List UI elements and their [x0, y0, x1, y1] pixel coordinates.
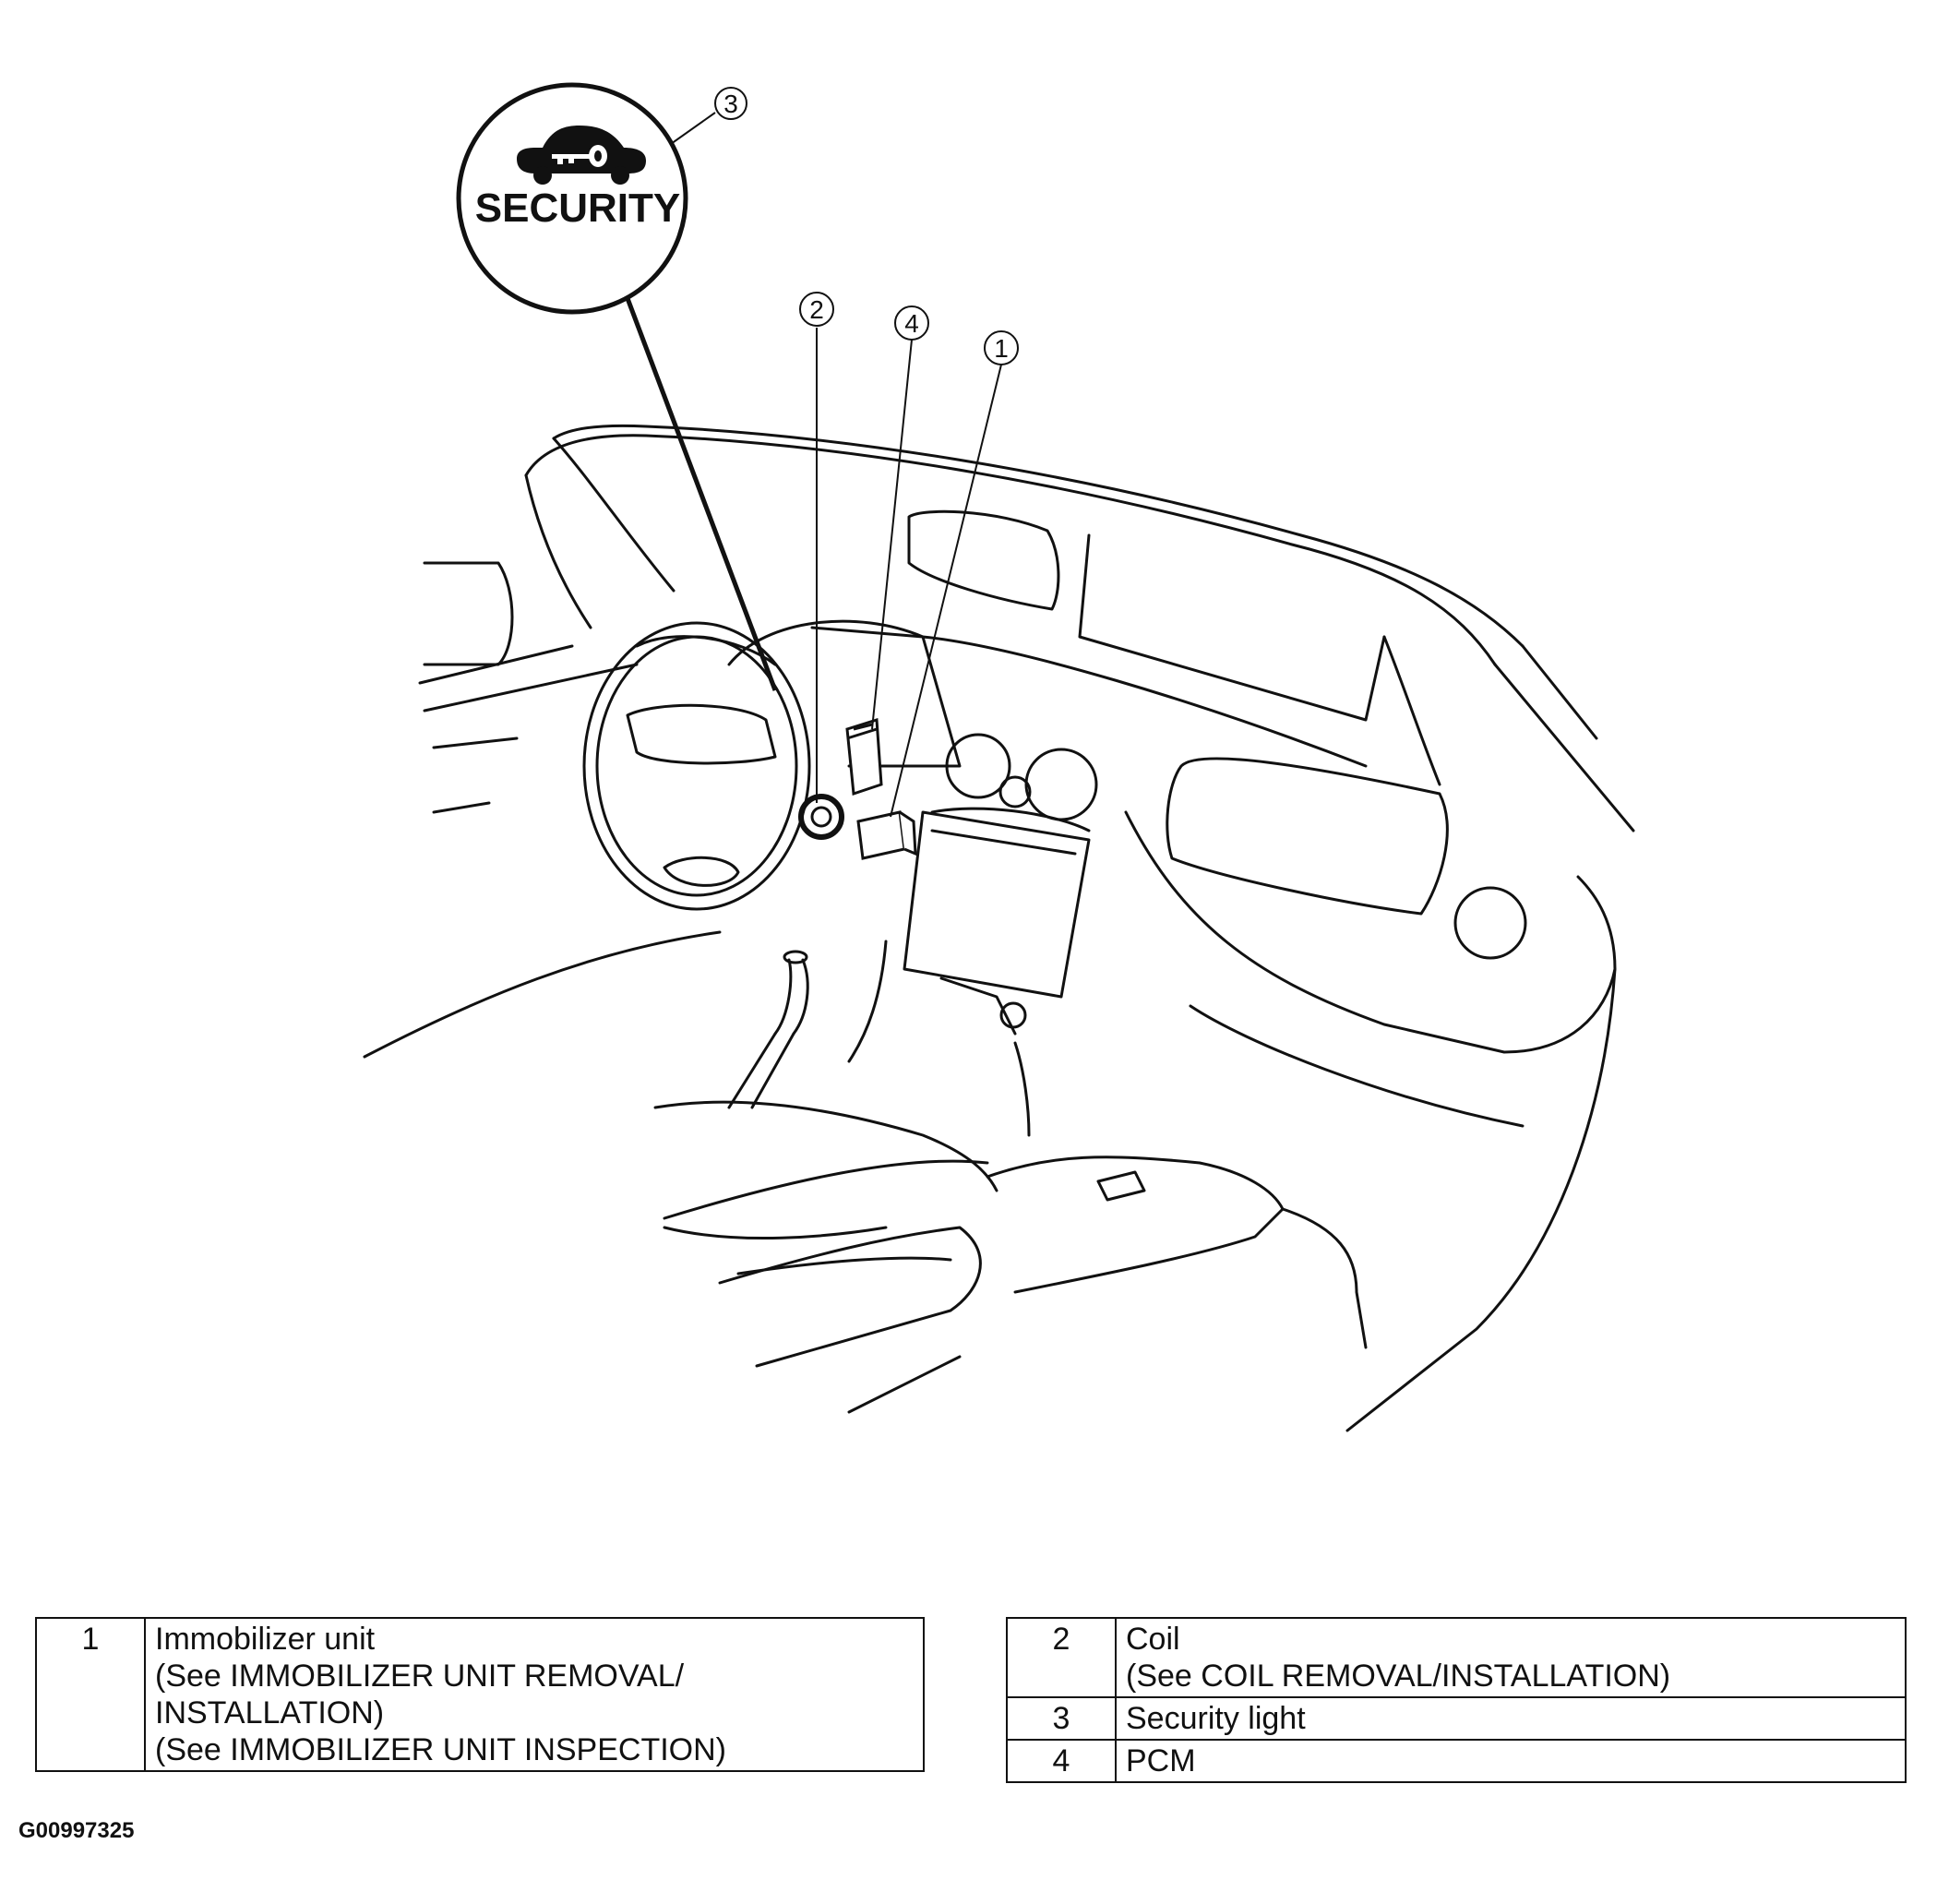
- legend-number: 2: [1006, 1617, 1117, 1698]
- legend-number: 3: [1006, 1696, 1117, 1741]
- security-light-callout: SECURITY: [456, 82, 688, 315]
- svg-text:3: 3: [723, 90, 738, 118]
- legend-description: PCM: [1115, 1739, 1907, 1783]
- door-panel-left: [363, 561, 722, 1059]
- steering-wheel: [582, 621, 811, 911]
- legend-table-right: 2 Coil (See COIL REMOVAL/INSTALLATION) 3…: [1006, 1617, 1907, 1783]
- rearview-mirror: [907, 509, 1060, 611]
- legend-line: PCM: [1126, 1743, 1196, 1778]
- callout-1: 1: [984, 330, 1019, 365]
- gear-shifter: [727, 950, 809, 1109]
- callout-3: 3: [714, 87, 747, 120]
- center-console: [847, 810, 1091, 1137]
- legend-row-4: 4 PCM: [1006, 1739, 1907, 1783]
- legend-line: (See COIL REMOVAL/INSTALLATION): [1126, 1659, 1671, 1694]
- legend-table-left: 1 Immobilizer unit (See IMMOBILIZER UNIT…: [35, 1617, 925, 1772]
- legend-description: Immobilizer unit (See IMMOBILIZER UNIT R…: [144, 1617, 925, 1772]
- legend-number: 1: [35, 1617, 146, 1772]
- legend-number: 4: [1006, 1739, 1117, 1783]
- legend-line: Immobilizer unit: [155, 1622, 376, 1657]
- leader-line-4: [871, 339, 913, 730]
- legend-row-1: 1 Immobilizer unit (See IMMOBILIZER UNIT…: [35, 1617, 925, 1772]
- dashboard-diagram: SECURITY 3 2 4 1: [363, 82, 1635, 1432]
- passenger-dash: [1124, 757, 1617, 1128]
- svg-text:4: 4: [904, 309, 919, 338]
- legend-description: Security light: [1115, 1696, 1907, 1741]
- svg-text:1: 1: [994, 334, 1009, 363]
- legend-line: INSTALLATION): [155, 1695, 385, 1730]
- car-key-icon: [517, 126, 646, 185]
- legend-line: (See IMMOBILIZER UNIT INSPECTION): [155, 1732, 727, 1767]
- callout-2: 2: [799, 292, 834, 327]
- door-panel-right: [1345, 967, 1617, 1432]
- center-vents: [930, 733, 1098, 832]
- seats: [653, 1100, 1368, 1414]
- instrument-cluster: [727, 619, 1368, 768]
- legend-line: Coil: [1126, 1622, 1180, 1657]
- pcm-marker: [845, 718, 883, 796]
- security-pointer-line: [623, 293, 778, 691]
- immobilizer-marker: [856, 810, 917, 860]
- legend-line: Security light: [1126, 1701, 1306, 1736]
- legend-row-2: 2 Coil (See COIL REMOVAL/INSTALLATION): [1006, 1617, 1907, 1698]
- windshield-frame: [524, 424, 1635, 832]
- legend-row-3: 3 Security light: [1006, 1696, 1907, 1741]
- figure-id: G00997325: [18, 1818, 135, 1843]
- svg-text:2: 2: [809, 295, 824, 324]
- legend-description: Coil (See COIL REMOVAL/INSTALLATION): [1115, 1617, 1907, 1698]
- security-label: SECURITY: [475, 186, 680, 231]
- callout-4: 4: [894, 305, 929, 341]
- leader-line-1: [890, 364, 1002, 818]
- legend-line: (See IMMOBILIZER UNIT REMOVAL/: [155, 1659, 685, 1694]
- coil-marker: [798, 794, 844, 840]
